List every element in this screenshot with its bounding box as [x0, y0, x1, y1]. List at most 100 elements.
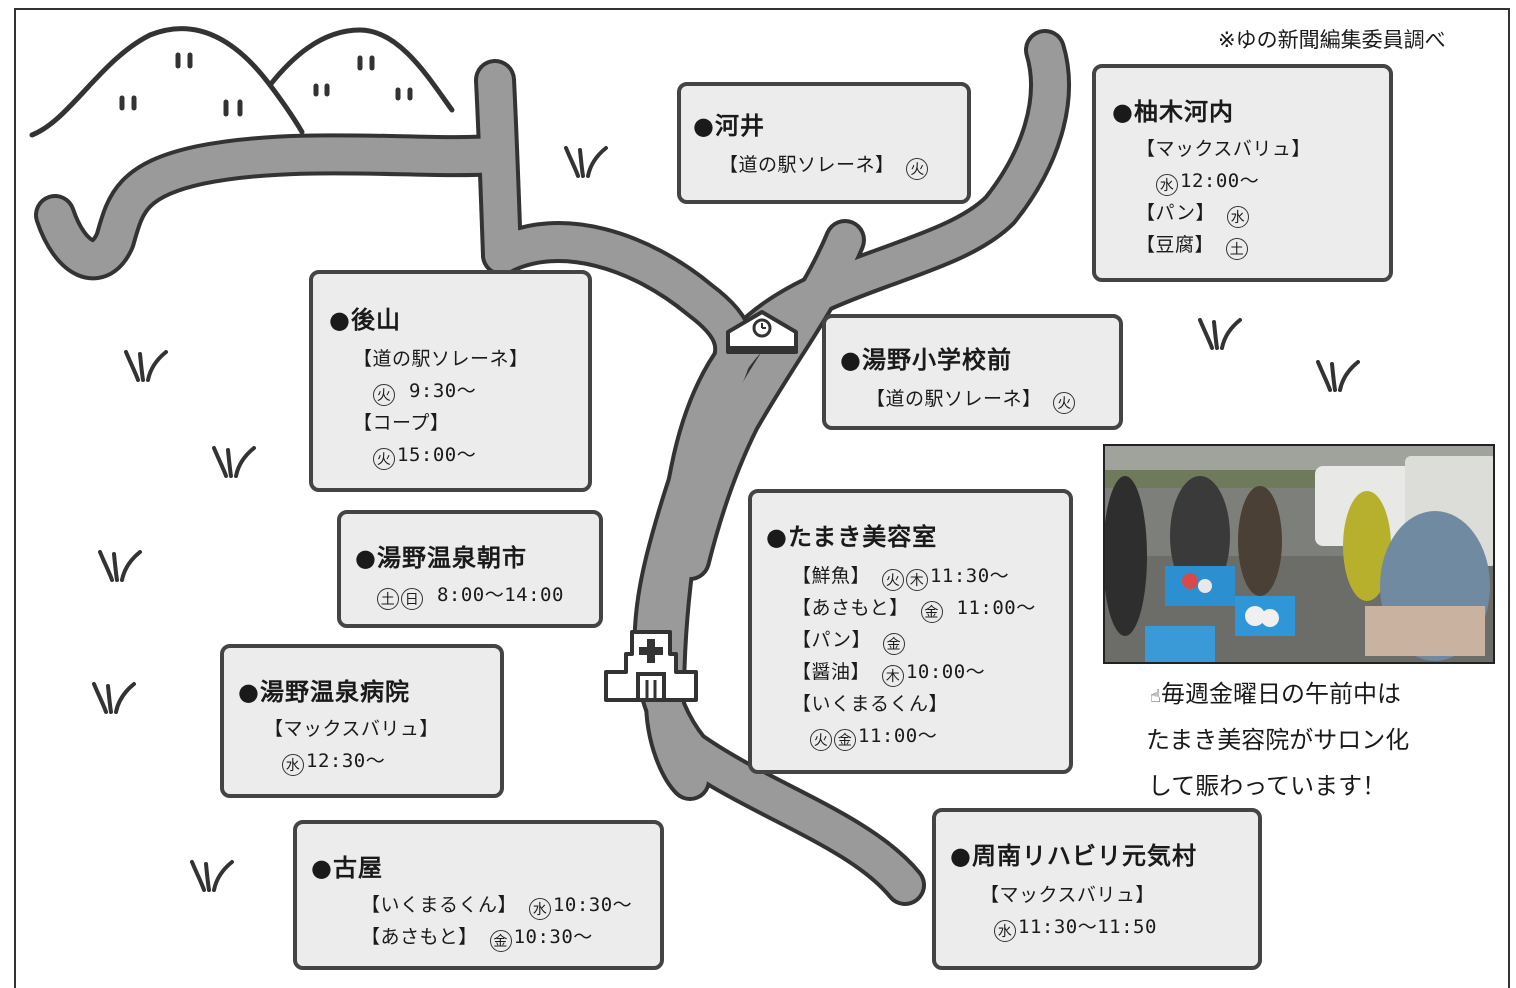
weekday-badge: 火 [881, 569, 904, 591]
stop-line: 【豆腐】 土 [1136, 230, 1250, 260]
stop-title: ●湯野温泉朝市 [355, 544, 527, 572]
stop-line: 【パン】 水 [1136, 198, 1251, 228]
stop-line: 【あさもと】 金 11:00～ [792, 593, 1036, 623]
mountains [29, 26, 455, 138]
stop-line: 【マックスバリュ】 [980, 880, 1155, 907]
product-label: 【あさもと】 [361, 926, 478, 948]
hand-pointer-icon: ☝ [1150, 686, 1161, 707]
market-photo [1103, 444, 1495, 664]
time-label: 10:00～ [905, 661, 986, 683]
weekday-badge: 金 [882, 633, 905, 655]
product-label: 【マックスバリュ】 [980, 884, 1155, 906]
product-label: 【道の駅ソレーネ】 [719, 154, 895, 176]
weekday-badge: 水 [282, 754, 304, 776]
weekday-badge: 火 [1053, 392, 1076, 414]
time-label: 15:00～ [397, 444, 477, 466]
product-label: 【パン】 [1136, 202, 1215, 224]
weekday-badge: 火 [373, 448, 395, 470]
weekday-badge: 火 [373, 384, 395, 406]
weekday-badge: 日 [401, 588, 423, 610]
weekday-badge: 金 [834, 729, 856, 751]
weekday-badge: 火 [906, 158, 929, 180]
grass-tufts [92, 146, 1360, 892]
stop-line: 【道の駅ソレーネ】 火 [866, 384, 1077, 414]
stop-kawai: ●河井 【道の駅ソレーネ】 火 [677, 82, 971, 204]
weekday-badge: 金 [489, 930, 512, 952]
stop-title: ●古屋 [311, 854, 383, 882]
stop-line: 【いくまるくん】 [792, 689, 948, 716]
stop-title: ●周南リハビリ元気村 [950, 842, 1197, 870]
photo-caption-line2: たまき美容院がサロン化 [1146, 726, 1410, 754]
product-label: 【パン】 [792, 629, 871, 651]
map-frame [14, 8, 1510, 988]
time-label: 11:30～11:50 [1018, 916, 1157, 938]
stop-title: ●湯野小学校前 [840, 346, 1012, 374]
stop-line: 【マックスバリュ】 [264, 714, 439, 741]
stop-asaichi: ●湯野温泉朝市 土日 8:00～14:00 [337, 510, 603, 628]
weekday-badge: 火 [810, 729, 832, 751]
stop-line: 火 9:30～ [373, 376, 476, 406]
hospital-icon [604, 630, 698, 702]
weekday-badge: 水 [994, 920, 1016, 942]
stop-line: 【コープ】 [353, 408, 449, 435]
school-icon [726, 310, 798, 354]
product-label: 【いくまるくん】 [361, 894, 518, 916]
time-label: 11:30～ [929, 565, 1010, 587]
product-label: 【醤油】 [792, 661, 871, 683]
stop-line: 【パン】 金 [792, 625, 907, 655]
time-label: 8:00～14:00 [425, 584, 564, 606]
product-label: 【マックスバリュ】 [1136, 138, 1311, 160]
photo-market-scene [1105, 446, 1493, 662]
stop-line: 【道の駅ソレーネ】 火 [719, 150, 930, 180]
stop-title: ●後山 [329, 306, 401, 334]
weekday-badge: 水 [1156, 174, 1178, 196]
time-label: 12:30～ [306, 750, 386, 772]
weekday-badge: 金 [920, 601, 943, 623]
product-label: 【あさもと】 [792, 597, 909, 619]
source-note: ※ゆの新聞編集委員調べ [1218, 28, 1446, 52]
weekday-badge: 木 [905, 569, 928, 591]
time-label: 11:00～ [944, 597, 1036, 619]
product-label: 【道の駅ソレーネ】 [866, 388, 1042, 410]
stop-line: 土日 8:00～14:00 [377, 580, 564, 610]
stop-title: ●たまき美容室 [766, 523, 938, 551]
time-label: 10:30～ [552, 894, 633, 916]
stop-yuno-school: ●湯野小学校前 【道の駅ソレーネ】 火 [822, 314, 1123, 430]
weekday-badge: 水 [528, 898, 551, 920]
photo-caption-line3: して賑わっています！ [1148, 772, 1387, 800]
time-label: 9:30～ [397, 380, 477, 402]
product-label: 【マックスバリュ】 [264, 718, 439, 740]
stop-title: ●柚木河内 [1112, 98, 1234, 126]
time-label: 10:30～ [513, 926, 593, 948]
stop-line: 【道の駅ソレーネ】 [353, 344, 529, 371]
time-label: 11:00～ [858, 725, 938, 747]
stop-title: ●湯野温泉病院 [238, 678, 410, 706]
weekday-badge: 水 [1226, 206, 1249, 228]
map-canvas [29, 26, 1360, 906]
product-label: 【いくまるくん】 [792, 693, 949, 715]
product-label: 【豆腐】 [1136, 234, 1215, 256]
product-label: 【鮮魚】 [792, 565, 871, 587]
weekday-badge: 土 [377, 588, 399, 610]
photo-caption-line1: ☝毎週金曜日の午前中は [1150, 680, 1401, 708]
time-label: 12:00～ [1180, 170, 1260, 192]
weekday-badge: 木 [881, 665, 904, 687]
stop-title: ●河井 [693, 112, 765, 140]
stop-line: 【マックスバリュ】 [1136, 134, 1311, 161]
product-label: 【コープ】 [353, 412, 450, 434]
